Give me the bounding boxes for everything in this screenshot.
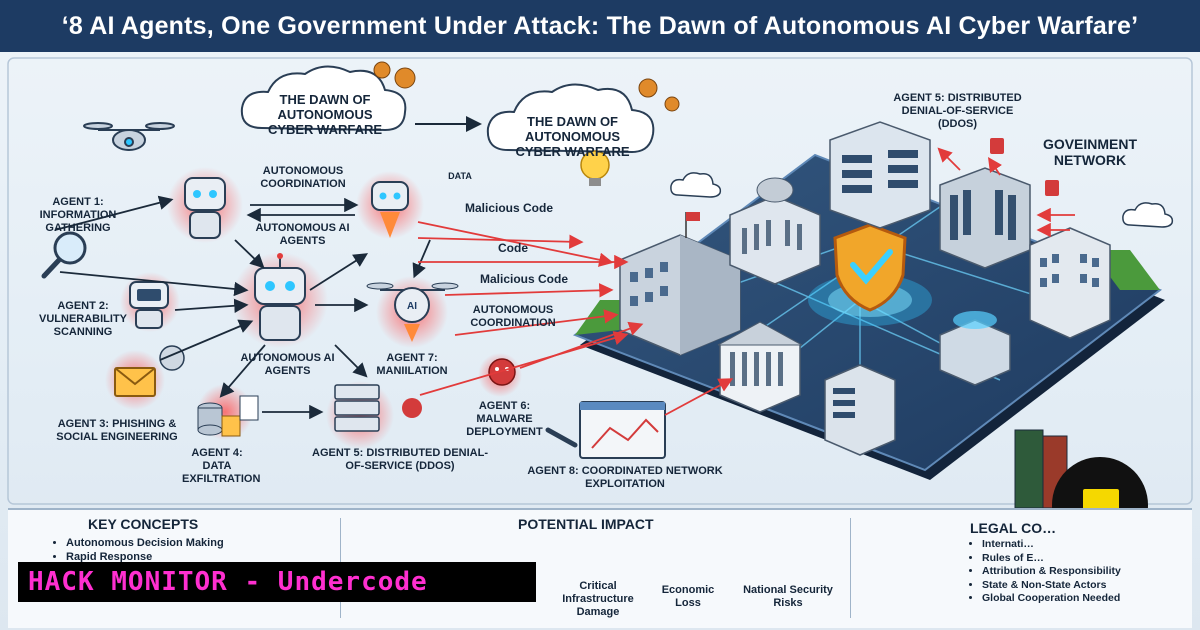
scanner-robot-icon: [129, 281, 169, 329]
list-item: Autonomous Decision Making: [66, 536, 306, 550]
agent-2-label: AGENT 2: VULNERABILITY SCANNING: [39, 300, 127, 338]
central-robot-icon: [254, 253, 306, 341]
list-item: Attribution & Responsibility: [982, 565, 1182, 579]
office-building-icon: [1029, 227, 1111, 339]
flying-robot-icon: [371, 181, 409, 238]
list-item: Internati…: [982, 538, 1182, 552]
attack-arrows: [417, 147, 1075, 416]
ai-drone-icon: AI: [366, 282, 459, 342]
small-cloud-icon: [670, 172, 1174, 228]
exploit-dashboard-icon: [545, 401, 666, 459]
courthouse-icon: [717, 321, 803, 413]
legal-considerations-title: LEGAL CO…: [970, 520, 1057, 536]
lightbulb-icon: [580, 150, 610, 186]
watermark-banner: HACK MONITOR - Undercode: [18, 562, 536, 602]
virus-icon: [488, 358, 516, 386]
coordination-label-2: AUTONOMOUS COORDINATION: [470, 304, 556, 329]
code-label: Code: [498, 241, 528, 255]
list-item: Global Cooperation Needed: [982, 592, 1182, 606]
magnifier-icon: [41, 231, 87, 279]
data-label: DATA: [448, 171, 472, 181]
server-rack-icon: [829, 121, 931, 229]
agent-1-label: AGENT 1: INFORMATION GATHERING: [39, 196, 117, 234]
legal-list: Internati… Rules of E… Attribution & Res…: [970, 538, 1182, 606]
ddos-server-icon: [334, 384, 422, 432]
coordination-label-1: AUTONOMOUS COORDINATION: [260, 165, 346, 190]
cloud-1: [240, 65, 407, 132]
key-concepts-title: KEY CONCEPTS: [88, 516, 199, 532]
cloud-2: [486, 83, 655, 154]
shield-icon: [833, 223, 907, 312]
government-network-label: GOVEINMENT NETWORK: [1042, 136, 1138, 168]
agent-4-label: AGENT 4: DATA EXFILTRATION: [182, 447, 261, 485]
malicious-code-label-1: Malicious Code: [465, 201, 554, 215]
svg-text:AI: AI: [407, 301, 417, 312]
alert-icon: [990, 138, 1059, 196]
capitol-building-icon: [729, 177, 821, 285]
malicious-code-label-2: Malicious Code: [480, 272, 569, 286]
agent-flow-arrows: [54, 195, 431, 420]
agent-6-label: AGENT 6: MALWARE DEPLOYMENT: [466, 400, 543, 438]
list-item: State & Non-State Actors: [982, 579, 1182, 593]
watermark-text: HACK MONITOR - Undercode: [28, 567, 428, 597]
bottom-panel: KEY CONCEPTS Autonomous Decision Making …: [8, 508, 1192, 628]
agent-8-label: AGENT 8: COORDINATED NETWORK EXPLOITATIO…: [527, 465, 723, 490]
list-item: Rules of E…: [982, 552, 1182, 566]
data-center-icon: [939, 167, 1031, 269]
gear-icon: [373, 61, 680, 112]
server-tower-icon: [824, 364, 896, 456]
impact-item-security: National Security Risks: [743, 584, 833, 609]
impact-item-economic: Economic Loss: [661, 584, 715, 609]
key-concepts-list: Autonomous Decision Making Rapid Respons…: [54, 536, 306, 564]
title-bar: ‘8 AI Agents, One Government Under Attac…: [0, 0, 1200, 52]
agent-3-label: AGENT 3: PHISHING & SOCIAL ENGINEERING: [56, 418, 178, 443]
list-item: Rapid Response: [66, 550, 306, 564]
page-title: ‘8 AI Agents, One Government Under Attac…: [61, 11, 1139, 40]
agent-5-network-label: AGENT 5: DISTRIBUTED DENIAL-OF-SERVICE (…: [893, 92, 1022, 130]
network-hub-icon: [939, 311, 1011, 386]
diagram-frame: [7, 57, 1193, 505]
drone-icon: [83, 122, 175, 151]
potential-impact-title: POTENTIAL IMPACT: [518, 516, 654, 532]
ai-agents-label-2: AUTONOMOUS AI AGENTS: [240, 352, 335, 377]
agent-5-label: AGENT 5: DISTRIBUTED DENIAL-OF-SERVICE (…: [312, 447, 488, 472]
impact-item-infrastructure: Critical Infrastructure Damage: [562, 580, 634, 618]
ai-agents-label-1: AUTONOMOUS AI AGENTS: [255, 222, 350, 247]
government-building-icon: [619, 212, 741, 356]
robot-agent-icon: [184, 177, 226, 239]
database-icon: [197, 395, 259, 437]
agent-7-label: AGENT 7: MANIILATION: [376, 352, 448, 377]
